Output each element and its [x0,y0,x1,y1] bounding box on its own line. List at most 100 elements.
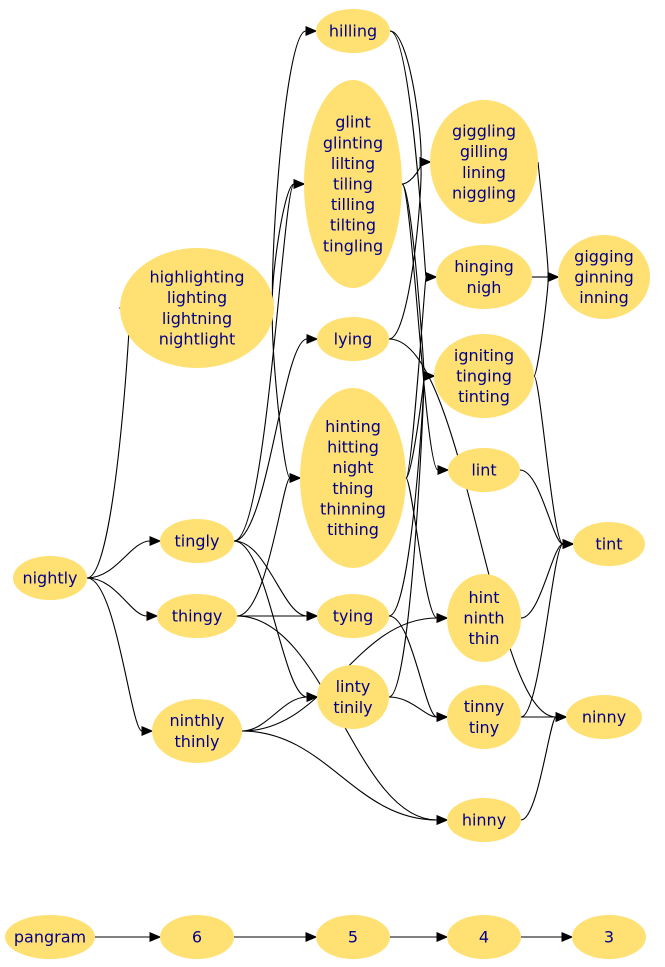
node-hinting-shape [300,388,406,568]
node-glint-label-4: tilling [331,195,375,214]
edge-igniting-to-tint-line [533,375,564,545]
edge-nightly-to-highlighting [86,303,131,579]
node-hint-label-1: ninth [463,609,504,628]
edge-n5-to-n4 [390,932,449,942]
edge-lying-to-giggling [388,157,432,340]
node-n6-label-0: 6 [192,928,202,947]
edge-highlighting-to-glint [271,179,306,309]
edge-nightly-to-highlighting-line [86,307,131,579]
node-tint: tint [573,522,645,566]
node-linty-label-1: tinily [333,698,372,717]
node-glint-label-3: tiling [333,175,373,194]
edge-ninthly-to-hinny [241,730,449,825]
node-pangram-shape [5,915,95,959]
edge-thingy-to-tying [237,611,319,621]
edge-highlighting-to-hilling-arrowhead [305,26,318,36]
node-lying-shape [317,317,389,361]
edge-giggling-to-gigging-line [537,161,549,278]
edge-glint-to-igniting [401,183,436,381]
node-giggling-label-2: lining [462,163,506,182]
node-tying: tying [317,594,389,638]
node-lying-label-0: lying [334,330,373,349]
edge-hint-to-tint-line [520,543,564,619]
node-n6: 6 [160,915,234,959]
node-glint: glintglintingliltingtilingtillingtilting… [304,80,402,288]
node-igniting-shape [434,334,534,418]
node-tinny-label-1: tiny [469,718,499,737]
edge-highlighting-to-glint-line [271,183,295,309]
edge-highlighting-to-hinting [271,307,302,483]
edge-lying-to-ninny-line [388,338,557,718]
node-n3: 3 [572,915,646,959]
edge-hinting-to-hint [405,477,449,623]
node-igniting-label-1: tinging [456,367,512,386]
edge-ninthly-to-hinny-line [241,730,438,821]
edge-ninthly-to-linty-line [241,696,308,732]
node-hinging-shape [436,245,532,309]
node-igniting-label-2: tinting [458,387,510,406]
node-hinny: hinny [447,798,521,842]
node-ninny-shape [566,695,642,739]
edge-linty-to-tinny-arrowhead [436,712,449,722]
edge-tingly-to-lying-arrowhead [306,334,319,344]
node-glint-label-6: tingling [323,236,383,255]
edge-ninthly-to-linty-arrowhead [306,692,319,702]
edge-tingly-to-lying [233,334,319,542]
node-hinting-label-3: thing [332,479,373,498]
node-hinny-shape [447,798,521,842]
edge-igniting-to-gigging-line [533,276,549,377]
node-lying: lying [317,317,389,361]
node-hinging-label-0: hinging [454,257,514,276]
node-pangram-label-0: pangram [14,928,86,947]
node-gigging-label-2: inning [579,288,628,307]
edge-hinting-to-hint-line [405,477,438,619]
edge-giggling-to-gigging [537,161,560,282]
edge-n4-to-n3-arrowhead [561,932,574,942]
edge-hint-to-tint [520,539,575,619]
node-hilling-label-0: hilling [329,22,377,41]
node-giggling-label-3: niggling [452,183,516,202]
node-hilling: hilling [316,9,390,53]
edge-tingly-to-glint-arrowhead [293,179,306,189]
node-hint-shape [447,574,521,662]
node-hinting-label-4: thinning [320,499,386,518]
edge-n5-to-n4-arrowhead [436,932,449,942]
node-linty-label-0: linty [336,677,371,696]
node-tint-label-0: tint [595,535,622,554]
nodes-layer: hillinggigglinggillingliningnigglingglin… [5,9,650,959]
edge-n6-to-n5 [234,932,318,942]
edge-highlighting-to-hilling-line [271,30,307,309]
edge-tingly-to-glint-line [233,183,295,542]
edge-nightly-to-ninthly-arrowhead [141,726,154,736]
node-nightly: nightly [13,556,87,600]
edge-linty-to-tinny [388,696,449,722]
edge-lying-to-giggling-arrowhead [419,157,432,167]
node-highlighting-label-1: lighting [167,288,227,307]
edge-glint-to-lint [401,183,450,475]
edge-tingly-to-lying-line [233,338,308,542]
node-nightly-label-0: nightly [22,569,77,588]
edge-nightly-to-tingly-line [86,540,151,579]
edge-thingy-to-hinting [236,473,302,617]
edge-ninthly-to-linty [241,692,319,732]
node-glint-label-0: glint [335,113,370,132]
edge-tinny-to-tint-arrowhead [562,539,575,549]
edge-lying-to-giggling-line [388,161,422,340]
node-pangram: pangram [5,915,95,959]
edge-tingly-to-tying [233,540,319,621]
node-glint-shape [304,80,402,288]
node-highlighting-shape [120,248,274,368]
node-hinting-label-1: hitting [327,438,379,457]
edge-lint-to-tint-line [519,469,564,545]
node-giggling-label-0: giggling [452,122,516,141]
edge-hinting-to-hinging [405,272,438,479]
node-linty-shape [317,665,389,729]
edge-glint-to-lint-arrowhead [437,465,450,475]
edge-tingly-to-tying-line [233,540,308,617]
edge-nightly-to-ninthly [86,577,154,736]
